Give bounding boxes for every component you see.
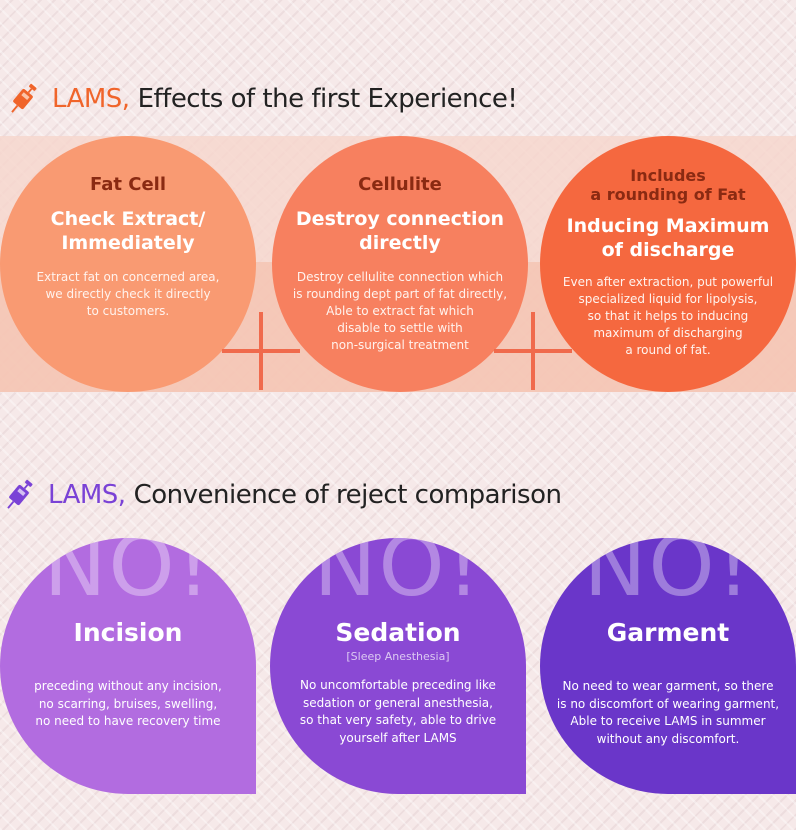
desc-line: specialized liquid for lipolysis, (578, 292, 758, 306)
desc-line: no scarring, bruises, swelling, (38, 696, 218, 711)
effect-heading-line: Destroy connection (295, 208, 505, 230)
desc-line: No need to wear garment, so there (562, 679, 774, 693)
convenience-title: Incision (73, 618, 183, 647)
effect-heading: Inducing Maximum of discharge (567, 214, 770, 262)
convenience-description: preceding without any incision, no scarr… (34, 678, 222, 731)
effect-description: Extract fat on concerned area, we direct… (37, 269, 220, 320)
plus-icon (494, 312, 572, 390)
effect-heading-line: Immediately (61, 232, 195, 254)
effect-category: Includes a rounding of Fat (590, 166, 745, 204)
effect-category-line: a rounding of Fat (590, 185, 746, 204)
effect-heading-line: Check Extract/ (50, 208, 206, 230)
desc-line: disable to settle with (337, 321, 463, 335)
effect-description: Destroy cellulite connection which is ro… (293, 269, 507, 354)
desc-line: to customers. (86, 304, 170, 318)
desc-line: without any discomfort. (596, 731, 740, 746)
section-heading: Convenience of reject comparison (133, 480, 562, 510)
section-title-convenience: LAMS, Convenience of reject comparison (0, 476, 562, 514)
effect-heading-line: Inducing Maximum (566, 215, 770, 237)
desc-line: a round of fat. (625, 343, 711, 357)
convenience-title: Garment (606, 618, 730, 647)
desc-line: is rounding dept part of fat directly, (292, 287, 508, 301)
desc-line: is no discomfort of wearing garment, (556, 696, 780, 711)
convenience-card-garment: NO! Garment No need to wear garment, so … (540, 538, 796, 794)
desc-line: Able to extract fat which (326, 304, 474, 318)
section-heading: Effects of the first Experience! (137, 84, 518, 114)
desc-line: no need to have recovery time (35, 714, 221, 728)
desc-line: No uncomfortable preceding like (300, 678, 496, 692)
desc-line: Able to receive LAMS in summer (570, 714, 766, 728)
effect-circle-rounding-fat: Includes a rounding of Fat Inducing Maxi… (540, 136, 796, 392)
convenience-title: Sedation (335, 618, 461, 647)
effect-category-line: Includes (630, 166, 706, 185)
desc-line: Extract fat on concerned area, (36, 270, 220, 284)
convenience-card-sedation: NO! Sedation [Sleep Anesthesia] No uncom… (270, 538, 526, 794)
effect-heading-line: directly (359, 232, 441, 254)
effect-category: Cellulite (358, 174, 442, 195)
effect-circle-fat-cell: Fat Cell Check Extract/ Immediately Extr… (0, 136, 256, 392)
desc-line: we directly check it directly (45, 287, 211, 301)
section-title-effects: LAMS, Effects of the first Experience! (4, 80, 518, 118)
effect-circle-cellulite: Cellulite Destroy connection directly De… (272, 136, 528, 392)
section-brand: LAMS, (48, 480, 126, 510)
effect-heading-line: of discharge (601, 239, 735, 261)
no-badge: NO! (313, 538, 483, 615)
desc-line: maximum of discharging (593, 326, 743, 340)
desc-line: Destroy cellulite connection which (296, 270, 504, 284)
convenience-subtitle: [Sleep Anesthesia] (346, 650, 450, 663)
convenience-description: No uncomfortable preceding like sedation… (300, 677, 496, 747)
desc-line: so that it helps to inducing (587, 309, 749, 323)
syringe-icon (11, 83, 37, 113)
desc-line: yourself after LAMS (339, 730, 457, 745)
effect-heading: Check Extract/ Immediately (51, 207, 206, 255)
no-badge: NO! (583, 538, 753, 615)
desc-line: so that very safety, able to drive (299, 713, 497, 727)
desc-line: sedation or general anesthesia, (303, 695, 493, 710)
desc-line: preceding without any incision, (34, 679, 222, 693)
effect-heading: Destroy connection directly (296, 207, 504, 255)
effect-description: Even after extraction, put powerful spec… (563, 274, 773, 359)
desc-line: Even after extraction, put powerful (562, 275, 774, 289)
no-badge: NO! (43, 538, 213, 615)
section-brand: LAMS, (52, 84, 130, 114)
desc-line: non-surgical treatment (331, 338, 469, 352)
convenience-card-incision: NO! Incision preceding without any incis… (0, 538, 256, 794)
effect-category: Fat Cell (89, 174, 167, 195)
plus-icon (222, 312, 300, 390)
convenience-description: No need to wear garment, so there is no … (557, 678, 779, 748)
syringe-icon (7, 479, 33, 509)
